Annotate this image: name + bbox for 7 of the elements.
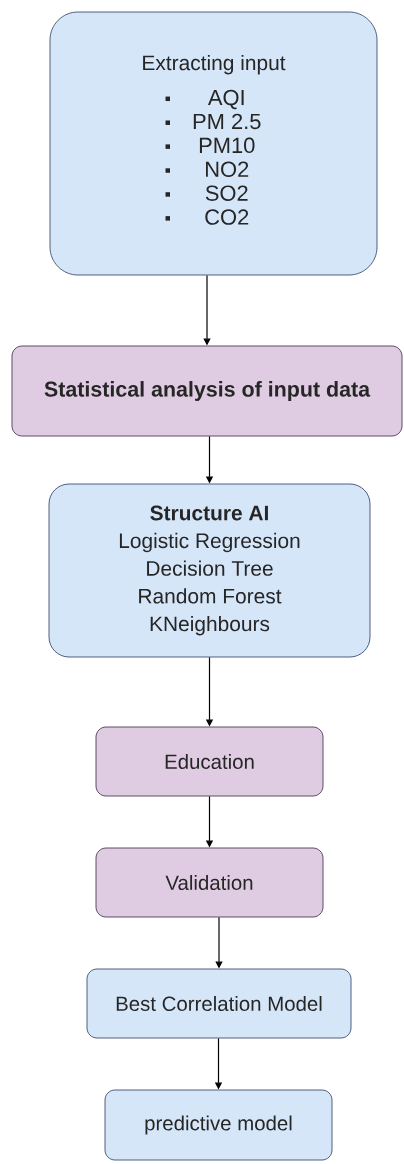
process-box: Extracting input AQI PM 2.5 PM10 NO2 SO2 CO2	[49, 11, 378, 276]
process-box: predictive model	[104, 1089, 333, 1161]
process-box: Best Correlation Model	[86, 968, 352, 1039]
process-box: Education	[95, 726, 324, 797]
process-box: Validation	[95, 847, 324, 918]
process-box: Statistical analysis of input data	[11, 345, 403, 437]
process-box: Structure AI Logistic Regression Decision Tree Random Forest KNeighbours	[48, 483, 371, 658]
